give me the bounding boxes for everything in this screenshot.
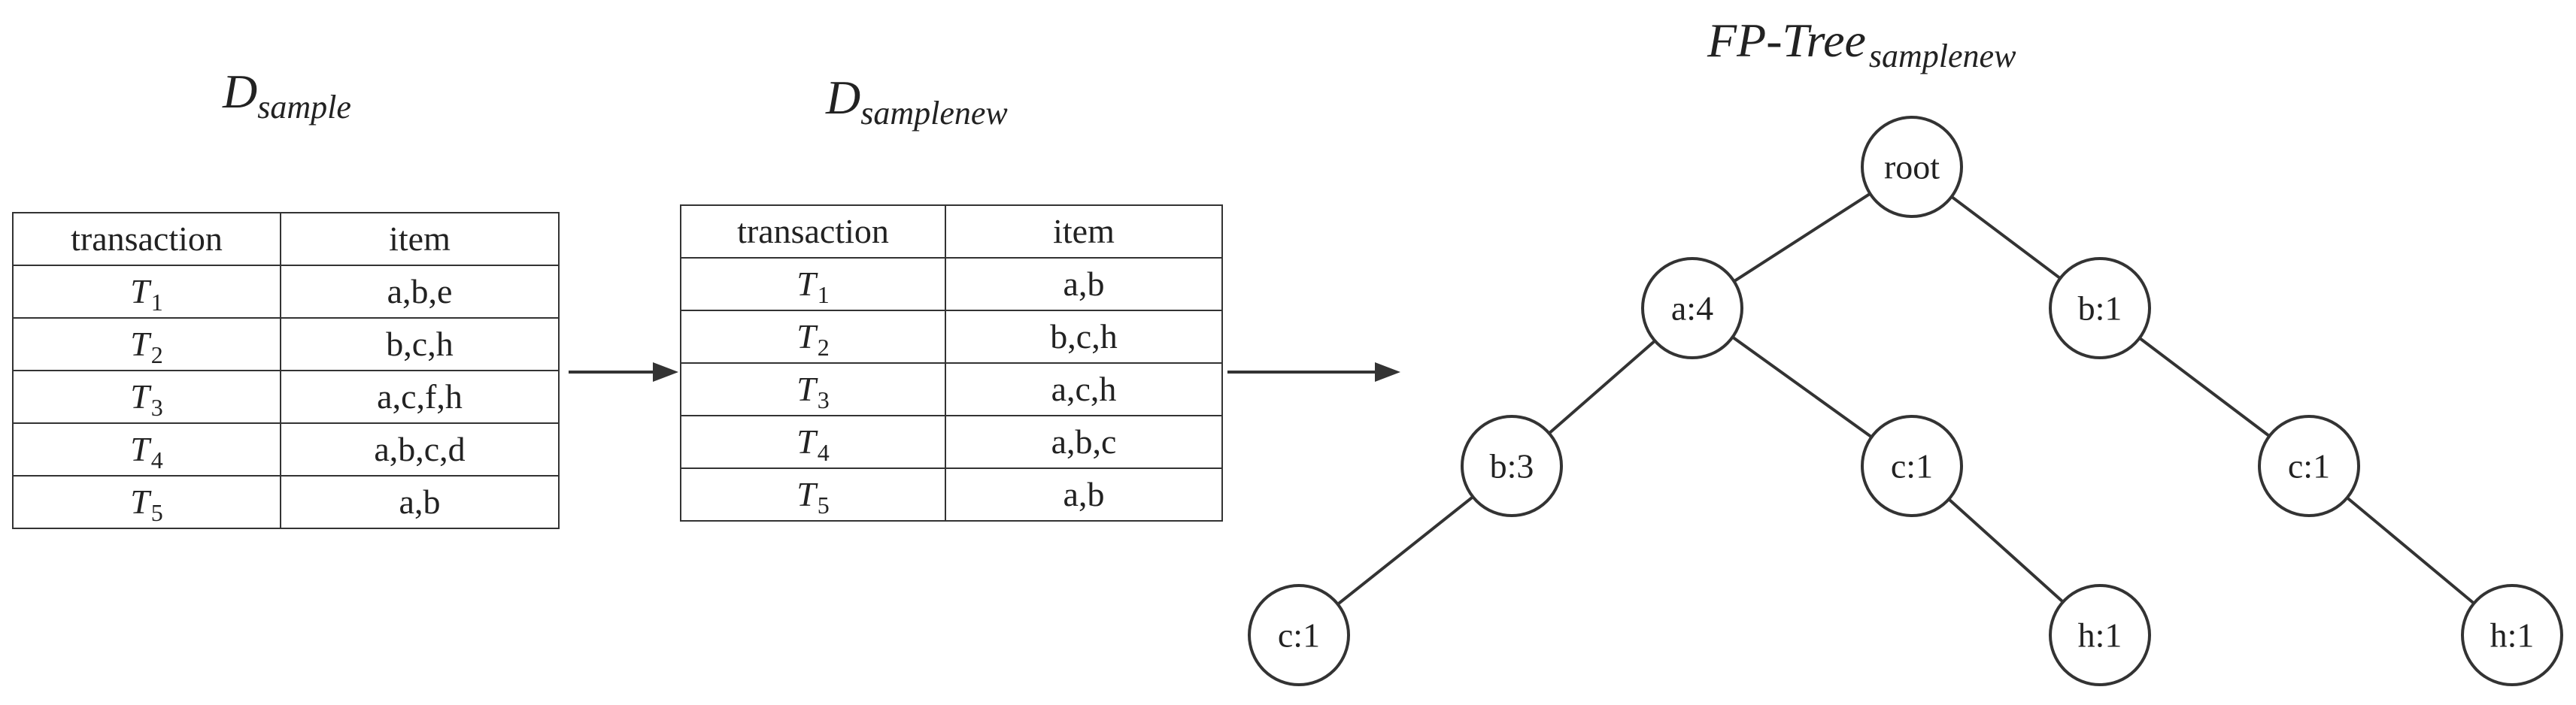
tree-edge-c1b-h1b — [2346, 496, 2475, 605]
table-row: T3 a,c,h — [680, 362, 1223, 416]
tree-edge-a4-c1a — [1731, 335, 1873, 439]
samplenew-transaction-table: transaction item T1 a,b T2 b,c,h T3 a,c,… — [680, 204, 1223, 522]
arrow-sample-to-new — [569, 362, 678, 382]
table-header-row: transaction item — [12, 212, 560, 266]
item-cell: a,b — [945, 467, 1223, 522]
tree-node-label: a:4 — [1671, 289, 1713, 328]
tree-node-circle — [1248, 584, 1350, 686]
item-cell: a,b,c — [945, 415, 1223, 469]
tree-node-a4: a:4 — [1641, 257, 1743, 359]
samplenew-title-main: D — [826, 71, 861, 124]
item-cell: a,c,f,h — [280, 370, 560, 424]
fp-tree-title-sub: samplenew — [1868, 38, 2016, 74]
tree-edge-b3-c1c — [1337, 495, 1474, 606]
transaction-header: transaction — [12, 212, 281, 266]
tree-edge-root-b1 — [1950, 195, 2062, 280]
table-row: T5 a,b — [12, 475, 560, 529]
item-header: item — [945, 204, 1223, 259]
transaction-id: T3 — [12, 370, 281, 424]
transaction-header: transaction — [680, 204, 946, 259]
tree-node-circle — [1861, 415, 1963, 517]
transaction-id: T5 — [12, 475, 281, 529]
item-cell: b,c,h — [945, 310, 1223, 364]
table-header-row: transaction item — [680, 204, 1223, 259]
sample-transaction-table: transaction item T1 a,b,e T2 b,c,h T3 a,… — [12, 212, 560, 529]
tree-node-label: c:1 — [2288, 447, 2330, 486]
table-row: T5 a,b — [680, 467, 1223, 522]
table-row: T2 b,c,h — [680, 310, 1223, 364]
fp-tree-title-main: FP-Tree — [1707, 14, 1866, 67]
sample-title-sub: sample — [257, 89, 351, 126]
tree-edge-a4-b3 — [1548, 339, 1656, 435]
tree-node-h1a: h:1 — [2049, 584, 2151, 686]
tree-edge-root-a4 — [1733, 192, 1871, 283]
tree-node-circle — [1461, 415, 1563, 517]
arrow-new-to-tree — [1227, 362, 1400, 382]
tree-node-label: c:1 — [1891, 447, 1933, 486]
transaction-id: T2 — [12, 317, 281, 371]
samplenew-title-sub: samplenew — [860, 95, 1008, 132]
tree-node-circle — [2049, 584, 2151, 686]
transaction-id: T1 — [12, 265, 281, 319]
tree-node-label: root — [1884, 148, 1940, 186]
fp-tree-title: FP-Tree samplenew — [1707, 14, 2016, 73]
tree-node-c1c: c:1 — [1248, 584, 1350, 686]
tree-node-h1b: h:1 — [2461, 584, 2563, 686]
sample-title-main: D — [223, 65, 258, 118]
tree-edges — [1337, 192, 2475, 606]
tree-node-circle — [2258, 415, 2360, 517]
table-row: T3 a,c,f,h — [12, 370, 560, 424]
tree-node-root: root — [1861, 116, 1963, 218]
item-cell: a,c,h — [945, 362, 1223, 416]
tree-node-label: h:1 — [2490, 616, 2535, 655]
tree-node-circle — [1641, 257, 1743, 359]
tree-node-label: b:1 — [2078, 289, 2122, 328]
transaction-id: T4 — [12, 422, 281, 477]
tree-node-circle — [2461, 584, 2563, 686]
item-cell: a,b — [945, 257, 1223, 311]
tree-node-circle — [2049, 257, 2151, 359]
tree-node-label: b:3 — [1490, 447, 1534, 486]
table-row: T1 a,b,e — [12, 265, 560, 319]
transaction-id: T3 — [680, 362, 946, 416]
transaction-id: T1 — [680, 257, 946, 311]
transaction-id: T4 — [680, 415, 946, 469]
tree-edge-b1-c1b — [2138, 337, 2271, 437]
table-row: T2 b,c,h — [12, 317, 560, 371]
tree-node-c1b: c:1 — [2258, 415, 2360, 517]
item-cell: b,c,h — [280, 317, 560, 371]
tree-node-b1: b:1 — [2049, 257, 2151, 359]
sample-table-title: Dsample — [223, 65, 351, 124]
tree-edge-c1a-h1a — [1947, 498, 2065, 604]
item-header: item — [280, 212, 560, 266]
table-row: T4 a,b,c — [680, 415, 1223, 469]
item-cell: a,b,e — [280, 265, 560, 319]
table-row: T1 a,b — [680, 257, 1223, 311]
table-row: T4 a,b,c,d — [12, 422, 560, 477]
transaction-id: T2 — [680, 310, 946, 364]
tree-node-label: c:1 — [1278, 616, 1320, 655]
tree-node-c1a: c:1 — [1861, 415, 1963, 517]
item-cell: a,b — [280, 475, 560, 529]
samplenew-table-title: Dsamplenew — [826, 71, 1008, 130]
tree-node-b3: b:3 — [1461, 415, 1563, 517]
tree-node-label: h:1 — [2078, 616, 2122, 655]
tree-node-circle — [1861, 116, 1963, 218]
transaction-id: T5 — [680, 467, 946, 522]
item-cell: a,b,c,d — [280, 422, 560, 477]
tree-nodes: root a:4 b:1 b:3 c:1 c:1 c:1 h:1 h:1 — [1248, 116, 2563, 686]
